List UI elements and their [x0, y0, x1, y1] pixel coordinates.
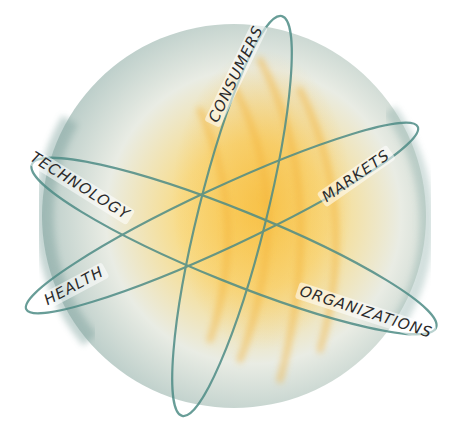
glow-stroke: [230, 80, 268, 360]
globe-shade: [390, 110, 427, 320]
glow-stroke: [200, 110, 228, 340]
orbit-ring: [14, 100, 431, 337]
orbit-ring: [149, 8, 315, 424]
orbit-rings: [14, 8, 450, 424]
